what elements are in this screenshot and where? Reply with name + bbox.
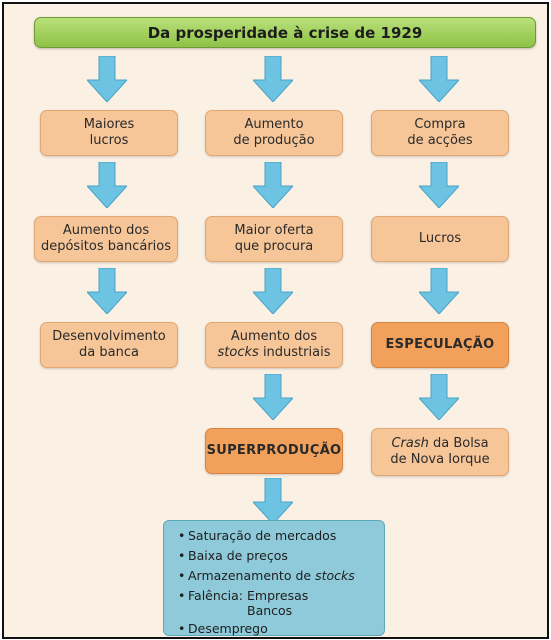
text-line: de Nova Iorque — [390, 452, 490, 467]
down-arrow-icon — [419, 162, 459, 208]
bullet-icon: • — [178, 548, 186, 563]
down-arrow-icon — [87, 268, 127, 314]
text-line: da banca — [79, 345, 139, 360]
item-text: Empresas — [247, 588, 309, 603]
box-lucros: Lucros — [371, 216, 509, 262]
crash-italic: Crash — [391, 436, 429, 451]
down-arrow-icon — [87, 56, 127, 102]
stocks-italic: stocks — [315, 568, 355, 583]
down-arrow-icon — [87, 162, 127, 208]
text-line: da Bolsa — [428, 436, 489, 451]
down-arrow-icon — [253, 478, 293, 524]
list-item: •Desemprego — [178, 619, 384, 639]
down-arrow-icon — [419, 374, 459, 420]
bullet-icon: • — [178, 528, 186, 543]
text-line: Maior oferta — [234, 223, 314, 238]
consequences-box: •Saturação de mercados •Baixa de preços … — [163, 520, 385, 636]
item-subtext: Bancos — [247, 603, 293, 618]
text-line: de acções — [407, 133, 473, 148]
text-line: lucros — [89, 133, 129, 148]
down-arrow-icon — [253, 268, 293, 314]
text-line: de produção — [233, 133, 315, 148]
bullet-icon: • — [178, 621, 186, 636]
text-line: que procura — [234, 239, 314, 254]
box-especulacao: ESPECULAÇÃO — [371, 322, 509, 368]
item-text: Armazenamento de — [188, 568, 316, 583]
consequences-list: •Saturação de mercados •Baixa de preços … — [164, 521, 384, 639]
down-arrow-icon — [419, 56, 459, 102]
down-arrow-icon — [253, 374, 293, 420]
text-line: industriais — [258, 345, 331, 360]
item-text: Saturação de mercados — [188, 528, 337, 543]
bullet-icon: • — [178, 588, 186, 603]
box-superproducao: SUPERPRODUÇÃO — [205, 428, 343, 474]
down-arrow-icon — [419, 268, 459, 314]
text-line: Aumento dos — [230, 329, 318, 344]
list-item: •Baixa de preços — [178, 546, 384, 566]
text-line: Aumento dos — [62, 223, 150, 238]
text-line: Compra — [414, 117, 466, 132]
down-arrow-icon — [253, 56, 293, 102]
text-line: Maiores — [83, 117, 135, 132]
item-text: Desemprego — [188, 621, 268, 636]
item-text: Baixa de preços — [188, 548, 288, 563]
text-line: depósitos bancários — [40, 239, 172, 254]
stocks-italic: stocks — [217, 345, 259, 360]
diagram-title: Da prosperidade à crise de 1929 — [34, 17, 536, 48]
item-label: Falência: — [188, 588, 244, 603]
list-item: •Saturação de mercados — [178, 526, 384, 546]
list-item: •Armazenamento de stocks — [178, 566, 384, 586]
text-line: Desenvolvimento — [52, 329, 166, 344]
bullet-icon: • — [178, 568, 186, 583]
text-line: Aumento — [244, 117, 304, 132]
down-arrow-icon — [253, 162, 293, 208]
